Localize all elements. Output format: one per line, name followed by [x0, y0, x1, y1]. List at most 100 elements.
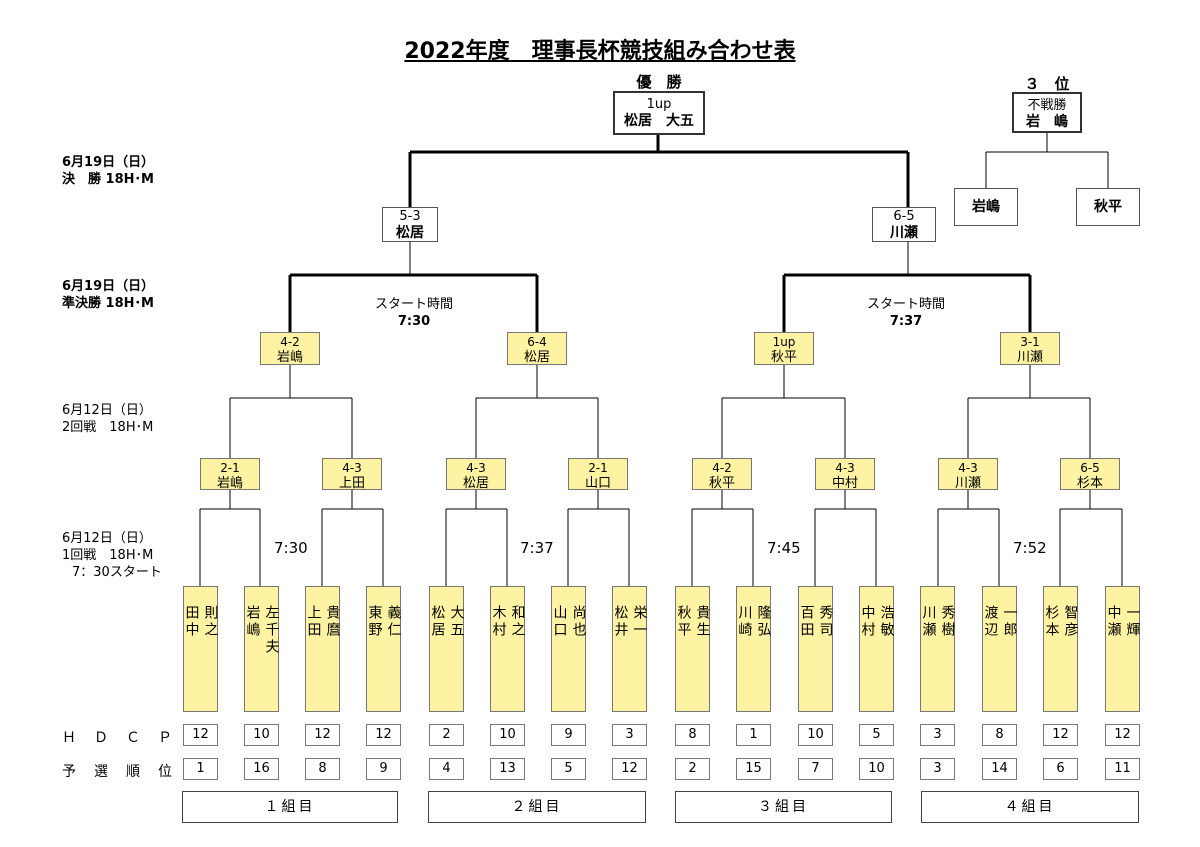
rank-cell: 2 [675, 758, 710, 780]
semi-box-score: 3-1 [1020, 335, 1040, 349]
hdcp-cell: 3 [920, 724, 955, 746]
semi-box: 6-4 松居 [507, 332, 567, 365]
final-name: 決 勝 18H･M [62, 172, 154, 187]
final-box-name: 松居 [396, 225, 424, 241]
rank-cell: 5 [551, 758, 586, 780]
rank-label: 予選順位 [62, 764, 190, 780]
semi-start-right: スタート時間 7:37 [856, 296, 956, 330]
second-box-name: 中村 [831, 476, 858, 491]
player-card: 中村浩敏 [859, 586, 895, 712]
third-score: 不戦勝 [1027, 98, 1067, 113]
third-left-box: 岩嶋 [954, 188, 1018, 226]
second-box-score: 4-3 [835, 461, 855, 475]
first-round-time: 7:30 [274, 539, 308, 557]
player-surname: 渡辺 [982, 605, 999, 639]
second-round-label: 6月12日（日） 2回戦 18H･M [62, 402, 153, 436]
semi-box-name: 松居 [523, 350, 550, 365]
player-card: 田中則之 [183, 586, 219, 712]
first-round-time: 7:52 [1013, 539, 1047, 557]
semi-box-score: 1up [772, 335, 796, 349]
semi-box-name: 秋平 [770, 350, 797, 365]
hdcp-cell: 9 [551, 724, 586, 746]
hdcp-label: ＨＤＣＰ [62, 730, 190, 746]
final-date: 6月19日（日） [62, 155, 155, 170]
second-box: 4-3 上田 [322, 458, 382, 491]
semi-start-left: スタート時間 7:30 [364, 296, 464, 330]
semi-box-score: 6-4 [527, 335, 547, 349]
first-round-time: 7:37 [520, 539, 554, 557]
player-card: 木村和之 [490, 586, 526, 712]
second-box-name: 秋平 [708, 476, 735, 491]
third-name: 岩 嶋 [1026, 114, 1068, 130]
hdcp-cell: 10 [798, 724, 833, 746]
second-box-score: 6-5 [1080, 461, 1100, 475]
champion-box: 1up 松居 大五 [613, 91, 705, 135]
semi-box: 4-2 岩嶋 [260, 332, 320, 365]
player-surname: 川瀬 [920, 605, 937, 639]
player-surname: 岩嶋 [244, 605, 261, 639]
rank-cell: 14 [982, 758, 1017, 780]
champion-name: 松居 大五 [624, 113, 694, 129]
player-surname: 中瀬 [1105, 605, 1122, 639]
second-box-name: 川瀬 [954, 476, 981, 491]
player-given-name: 左千夫 [263, 605, 280, 656]
second-box-name: 上田 [338, 476, 365, 491]
player-given-name: 貴生 [694, 605, 711, 639]
second-name: 2回戦 18H･M [62, 420, 154, 435]
rank-cell: 16 [244, 758, 279, 780]
player-card: 渡辺一郎 [982, 586, 1018, 712]
rank-cell: 1 [183, 758, 218, 780]
second-box: 2-1 山口 [568, 458, 628, 491]
player-surname: 百田 [798, 605, 815, 639]
hdcp-cell: 10 [244, 724, 279, 746]
semi-round-label: 6月19日（日） 準決勝 18H･M [62, 278, 154, 312]
final-box: 6-5 川瀬 [872, 207, 936, 242]
first-name: 1回戦 18H･M [62, 548, 154, 563]
hdcp-cell: 12 [305, 724, 340, 746]
player-surname: 秋平 [675, 605, 692, 639]
semi-box: 3-1 川瀬 [1000, 332, 1060, 365]
final-box-score: 6-5 [893, 209, 915, 224]
champion-score: 1up [646, 97, 672, 112]
first-round-time: 7:45 [767, 539, 801, 557]
player-given-name: 尚也 [570, 605, 587, 639]
hdcp-cell: 10 [490, 724, 525, 746]
semi-start-time: 7:30 [397, 314, 431, 329]
player-given-name: 智彦 [1062, 605, 1079, 639]
player-card: 山口尚也 [551, 586, 587, 712]
first-start: 7：30スタート [72, 565, 162, 580]
semi-start-label: スタート時間 [374, 297, 453, 312]
second-box-name: 山口 [584, 476, 611, 491]
rank-cell: 6 [1043, 758, 1078, 780]
hdcp-cell: 2 [429, 724, 464, 746]
rank-cell: 15 [736, 758, 771, 780]
hdcp-cell: 12 [366, 724, 401, 746]
semi-start-time: 7:37 [889, 314, 923, 329]
semi-box-name: 岩嶋 [276, 350, 303, 365]
player-card: 秋平貴生 [675, 586, 711, 712]
rank-cell: 12 [612, 758, 647, 780]
player-surname: 松居 [429, 605, 446, 639]
champion-caption: 優 勝 [636, 73, 682, 91]
second-box: 6-5 杉本 [1060, 458, 1120, 491]
group-label: ４組目 [921, 791, 1139, 823]
second-box: 2-1 岩嶋 [200, 458, 260, 491]
player-card: 上田貴麿 [305, 586, 341, 712]
group-label: ２組目 [428, 791, 646, 823]
player-surname: 松井 [612, 605, 629, 639]
hdcp-cell: 8 [982, 724, 1017, 746]
player-given-name: 一輝 [1124, 605, 1141, 639]
second-box-name: 松居 [462, 476, 489, 491]
second-box-score: 4-3 [342, 461, 362, 475]
player-card: 岩嶋左千夫 [244, 586, 280, 712]
player-card: 百田秀司 [798, 586, 834, 712]
player-surname: 上田 [305, 605, 322, 639]
player-given-name: 大五 [448, 605, 465, 639]
third-right-box: 秋平 [1076, 188, 1140, 226]
first-date: 6月12日（日） [62, 531, 152, 546]
final-box: 5-3 松居 [382, 207, 438, 242]
player-surname: 東野 [366, 605, 383, 639]
player-given-name: 和之 [509, 605, 526, 639]
player-card: 松井栄一 [612, 586, 648, 712]
player-surname: 杉本 [1043, 605, 1060, 639]
